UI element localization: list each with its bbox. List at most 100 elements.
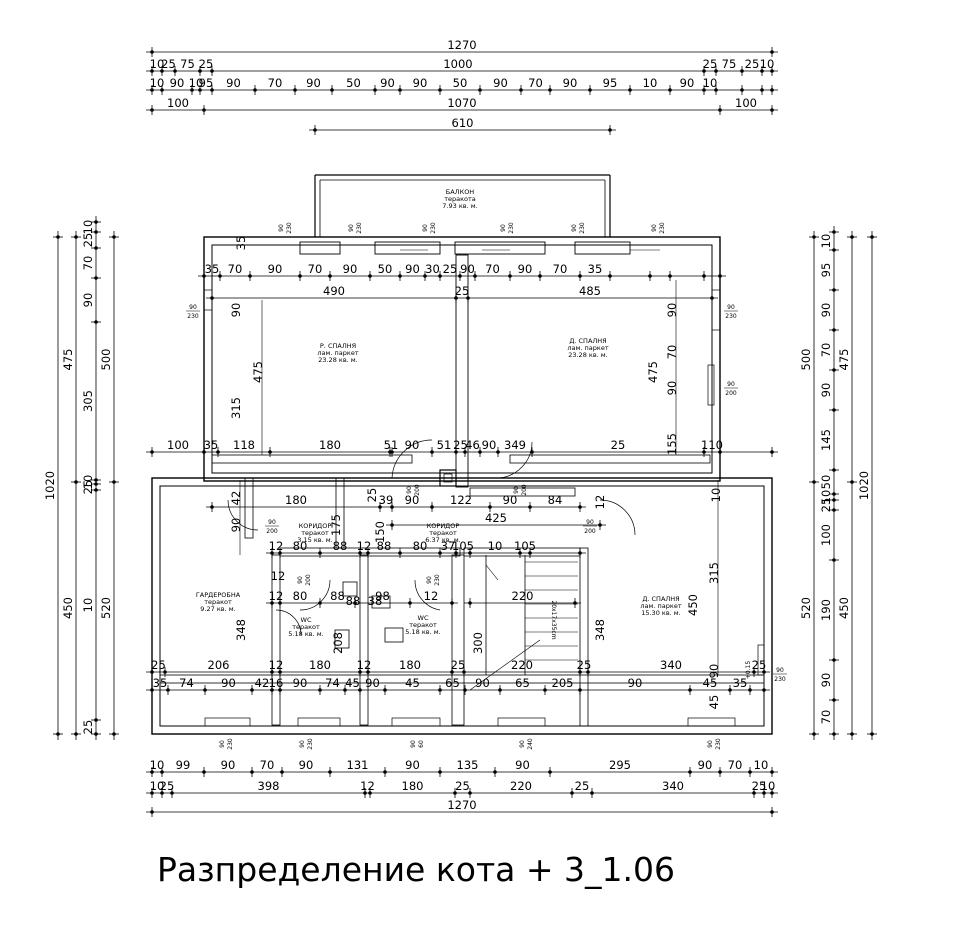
dimension-tick [702, 69, 706, 73]
right-c-dimension: 90 [819, 303, 833, 318]
dimension-tick [762, 670, 766, 674]
dimension-tick [390, 450, 394, 454]
dimension-tick [280, 770, 284, 774]
top-row2-dimension: 10 [189, 76, 204, 90]
dimension-tick [850, 732, 854, 736]
room-name: ГАРДЕРОБНА [196, 591, 241, 599]
dimension-tick [438, 688, 442, 692]
bottom-row1-dimension: 10 [754, 758, 769, 772]
dimension-tick [850, 235, 854, 239]
dimension-tick [318, 601, 322, 605]
opening-width: 90 [513, 486, 520, 494]
opening-height: 230 [579, 222, 586, 234]
inner-row1-dimension: 70 [228, 262, 243, 276]
dimension-tick [832, 508, 836, 512]
room-name: КОРИДОР [299, 522, 332, 530]
top-row2-dimension: 90 [493, 76, 508, 90]
inner-row2-dimension: 485 [579, 284, 601, 298]
room-finish: теракот [292, 623, 320, 631]
dimension-tick [216, 450, 220, 454]
dimension-tick [210, 88, 214, 92]
top-row1-dimension: 1000 [443, 57, 472, 71]
bottom-row1-dimension: 90 [515, 758, 530, 772]
lower-row2-dimension: 65 [515, 676, 530, 690]
dimension-tick [330, 88, 334, 92]
dimension-tick [398, 88, 402, 92]
window [707, 364, 715, 406]
dimension-tick [343, 688, 347, 692]
dimension-tick [530, 450, 534, 454]
top-row4-dimension: 610 [452, 116, 474, 130]
partition-wall [211, 454, 413, 464]
dimension-tick [463, 688, 467, 692]
right-c-dimension: 10 [819, 490, 833, 505]
dimension-tick [278, 551, 282, 555]
wc-row1-dimension: 105 [452, 539, 474, 553]
top-row2-dimension: 95 [199, 76, 214, 90]
partition-wall [579, 547, 589, 727]
mid-row-dimension: 35 [204, 438, 219, 452]
corridor-row2-dimension: 425 [485, 511, 507, 525]
wc-row1-dimension: 80 [293, 539, 308, 553]
dimension-label: 90 [665, 303, 679, 318]
room-finish: лам. паркет [317, 349, 358, 357]
mid-row-dimension: 25 [453, 438, 468, 452]
top-row3-dimension: 1070 [447, 96, 476, 110]
opening-width: 90 [410, 740, 417, 748]
room-name: WC [301, 616, 312, 624]
dimension-tick [202, 108, 206, 112]
dimension-tick [578, 505, 582, 509]
dimension-tick [454, 551, 458, 555]
lower-row2-dimension: 205 [552, 676, 574, 690]
dimension-tick [423, 274, 427, 278]
mid-row-dimension: 110 [701, 438, 723, 452]
dimension-tick [56, 732, 60, 736]
dimension-label: 25 [365, 488, 379, 503]
bottom-row1-dimension: 70 [728, 758, 743, 772]
right-c-dimension: 100 [819, 524, 833, 546]
left-b-dimension: 500 [99, 349, 113, 371]
top-row2-dimension: 90 [380, 76, 395, 90]
opening-height: 200 [584, 528, 596, 535]
right-c-dimension: 90 [819, 383, 833, 398]
top-row2-dimension: 95 [603, 76, 618, 90]
lower-row1-dimension: 12 [357, 658, 372, 672]
dimension-label: 450 [686, 594, 700, 616]
dimension-label: 208 [331, 632, 345, 654]
dimension-tick [832, 558, 836, 562]
dimension-tick [150, 450, 154, 454]
dimension-tick [608, 274, 612, 278]
inner-row1-dimension: 70 [308, 262, 323, 276]
top-row2-dimension: 70 [268, 76, 283, 90]
wall-segment [454, 241, 546, 255]
lower-row1-dimension: 25 [451, 658, 466, 672]
lower-row2-dimension: 90 [365, 676, 380, 690]
wc-row1-dimension: 88 [333, 539, 348, 553]
wc-row2-dimension: 12 [269, 589, 284, 603]
right-c-dimension: 70 [819, 343, 833, 358]
dimension-tick [366, 670, 370, 674]
dimension-tick [160, 770, 164, 774]
wall-segment [374, 241, 441, 255]
wc-row1-dimension: 37 [441, 539, 456, 553]
dimension-label: +0.15 [745, 661, 752, 680]
window [711, 289, 721, 331]
dimension-label: 90 [229, 518, 243, 533]
dimension-tick [363, 791, 367, 795]
wc-row1-dimension: 80 [413, 539, 428, 553]
inner-row1-dimension: 35 [588, 262, 603, 276]
right-c-dimension: 95 [819, 263, 833, 278]
inner-row1-dimension: 70 [485, 262, 500, 276]
dimension-tick [668, 274, 672, 278]
dimension-tick [870, 235, 874, 239]
lower-row1-dimension: 12 [269, 658, 284, 672]
dimension-tick [383, 688, 387, 692]
room-finish: теракот [409, 621, 437, 629]
opening-width: 90 [189, 304, 197, 311]
dimension-tick [313, 128, 317, 132]
dimension-tick [573, 601, 577, 605]
wc-row2-dimension: 12 [424, 589, 439, 603]
dimension-tick [318, 688, 322, 692]
door-swing [275, 609, 302, 636]
corridor-row-dimension: 39 [379, 493, 394, 507]
